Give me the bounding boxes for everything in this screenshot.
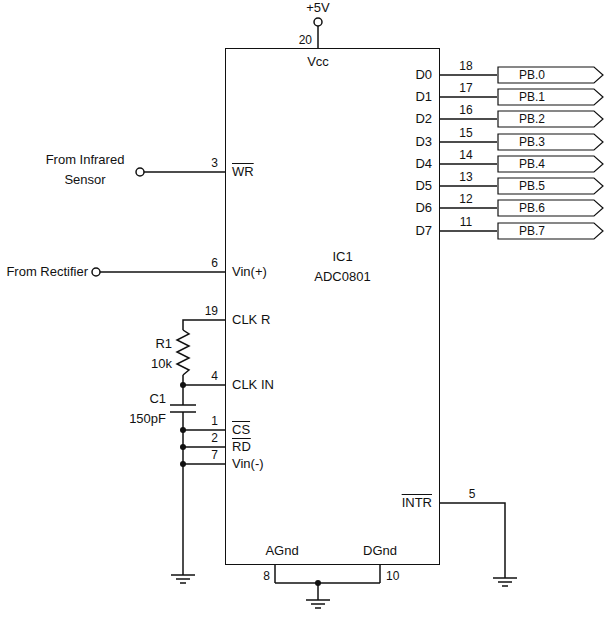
data-wire — [440, 141, 497, 143]
port-name: PB.1 — [497, 88, 604, 106]
pin-number: 10 — [386, 568, 399, 584]
pin-name: D6 — [415, 200, 432, 216]
pin-name: Vcc — [307, 54, 329, 70]
flag-outline — [497, 199, 604, 217]
pin-name: DGnd — [363, 543, 397, 559]
pin-number: 1 — [211, 413, 218, 429]
pin-name: WR — [232, 164, 254, 180]
pin-name: INTR — [402, 495, 432, 511]
pin-name: CLK IN — [232, 377, 274, 393]
pin-number: 3 — [211, 155, 218, 171]
port-flag: PB.6 — [497, 199, 604, 217]
pin-number: 20 — [299, 32, 312, 48]
flag-outline — [497, 222, 604, 240]
pin-number: 15 — [459, 125, 472, 141]
flag-outline — [497, 88, 604, 106]
pin-name: D4 — [415, 156, 432, 172]
pin-number: 6 — [211, 255, 218, 271]
capacitor-designator: C1 — [149, 391, 166, 407]
port-flag: PB.1 — [497, 88, 604, 106]
port-name: PB.6 — [497, 199, 604, 217]
data-wire — [440, 163, 497, 165]
pin-number: 17 — [459, 80, 472, 96]
data-wire — [440, 96, 497, 98]
data-wire — [440, 185, 497, 187]
port-name: PB.7 — [497, 222, 604, 240]
pin-name: D2 — [415, 111, 432, 127]
pin-number: 12 — [459, 191, 472, 207]
ic-body: IC1ADC0801 — [225, 48, 440, 565]
input-source: From Rectifier — [6, 264, 88, 280]
pin-name: AGnd — [265, 543, 298, 559]
pin-number: 5 — [469, 486, 476, 502]
part-designator: IC1 — [246, 249, 439, 265]
pin-number: 8 — [263, 568, 270, 584]
capacitor-value: 150pF — [129, 411, 166, 427]
port-name: PB.2 — [497, 110, 604, 128]
data-wire — [440, 207, 497, 209]
data-wire — [440, 230, 497, 232]
flag-outline — [497, 177, 604, 195]
pin-number: 7 — [211, 447, 218, 463]
supply-voltage: +5V — [306, 0, 330, 16]
resistor-value: 10k — [151, 356, 172, 372]
pin-number: 2 — [211, 430, 218, 446]
pin-number: 18 — [459, 58, 472, 74]
data-wire — [440, 118, 497, 120]
pin-number: 13 — [459, 169, 472, 185]
pin-name: RD — [232, 439, 251, 455]
flag-outline — [497, 133, 604, 151]
part-number: ADC0801 — [246, 269, 439, 285]
pin-number: 14 — [459, 147, 472, 163]
port-name: PB.3 — [497, 133, 604, 151]
pin-number: 16 — [459, 102, 472, 118]
flag-outline — [497, 110, 604, 128]
port-flag: PB.4 — [497, 155, 604, 173]
port-name: PB.0 — [497, 66, 604, 84]
pin-name: D5 — [415, 178, 432, 194]
pin-number: 4 — [211, 368, 218, 384]
input-source: From Infrared Sensor — [29, 150, 141, 190]
port-name: PB.4 — [497, 155, 604, 173]
port-flag: PB.3 — [497, 133, 604, 151]
pin-name: Vin(+) — [232, 264, 267, 280]
pin-name: CS — [232, 422, 250, 438]
pin-name: D7 — [415, 223, 432, 239]
pin-name: Vin(-) — [232, 456, 264, 472]
pin-number: 19 — [205, 303, 218, 319]
flag-outline — [497, 66, 604, 84]
pin-name: D1 — [415, 89, 432, 105]
pin-number: 11 — [460, 214, 472, 230]
data-wire — [440, 74, 497, 76]
pin-name: D0 — [415, 67, 432, 83]
flag-outline — [497, 155, 604, 173]
pin-name: D3 — [415, 134, 432, 150]
port-flag: PB.2 — [497, 110, 604, 128]
port-flag: PB.7 — [497, 222, 604, 240]
pin-name: CLK R — [232, 312, 270, 328]
port-name: PB.5 — [497, 177, 604, 195]
port-flag: PB.0 — [497, 66, 604, 84]
port-flag: PB.5 — [497, 177, 604, 195]
resistor-designator: R1 — [155, 336, 172, 352]
